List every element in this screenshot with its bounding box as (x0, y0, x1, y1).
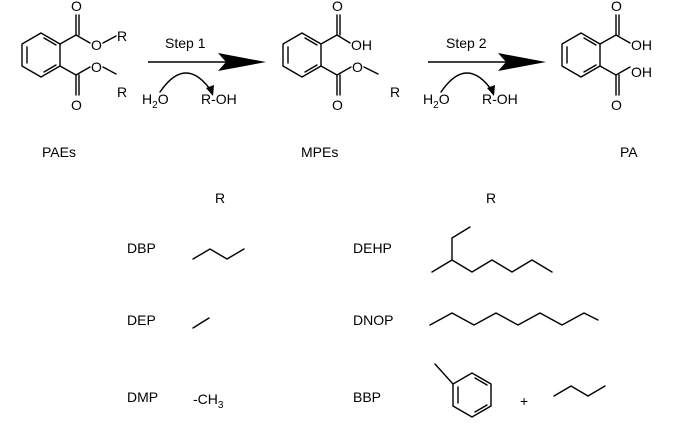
step-1-reagent: H2O (142, 91, 169, 111)
pa-top-hydroxyl: OH (631, 37, 652, 53)
bbp-butyl-structure (553, 385, 606, 397)
mpes-name: MPEs (301, 144, 338, 160)
dbp-name: DBP (127, 240, 156, 256)
step-2-product: R-OH (482, 91, 518, 107)
pa-top-carbonyl-o: O (611, 0, 622, 14)
paes-bottom-r: R (117, 84, 127, 100)
bbp-plus: + (520, 393, 528, 409)
dmp-structure: -CH3 (193, 391, 224, 411)
step-1-label: Step 1 (165, 35, 206, 51)
dep-name: DEP (127, 312, 156, 328)
dnop-name: DNOP (353, 312, 393, 328)
step-1-arrow (148, 53, 266, 96)
dbp-structure (192, 248, 245, 260)
step-1-product: R-OH (201, 91, 237, 107)
bbp-benzyl-structure (434, 363, 492, 418)
r-header-left: R (215, 190, 225, 206)
paes-top-carbonyl-o: O (71, 0, 82, 14)
dehp-name: DEHP (353, 240, 392, 256)
mpes-top-carbonyl-o: O (332, 0, 343, 14)
pa-bottom-hydroxyl: OH (631, 64, 652, 80)
pa-name: PA (620, 144, 638, 160)
dnop-structure (429, 312, 599, 326)
paes-bottom-ester-o: O (91, 59, 102, 75)
step-2-arrow (428, 53, 546, 96)
mpes-bottom-carbonyl-o: O (332, 97, 343, 113)
paes-top-ester-o: O (91, 37, 102, 53)
bbp-name: BBP (353, 389, 381, 405)
paes-top-r: R (117, 28, 127, 44)
dep-structure (192, 317, 210, 329)
dehp-structure (431, 226, 553, 273)
pa-bottom-carbonyl-o: O (611, 97, 622, 113)
mpes-ester-o: O (352, 59, 363, 75)
step-2-reagent: H2O (423, 91, 450, 111)
r-header-right: R (486, 190, 496, 206)
paes-name: PAEs (42, 144, 76, 160)
dmp-name: DMP (127, 389, 158, 405)
mpes-hydroxyl: OH (351, 37, 372, 53)
paes-bottom-carbonyl-o: O (71, 97, 82, 113)
mpes-structure (282, 14, 379, 96)
paes-structure (21, 14, 117, 96)
mpes-r: R (390, 84, 400, 100)
step-2-label: Step 2 (446, 35, 487, 51)
pa-structure (561, 14, 631, 96)
